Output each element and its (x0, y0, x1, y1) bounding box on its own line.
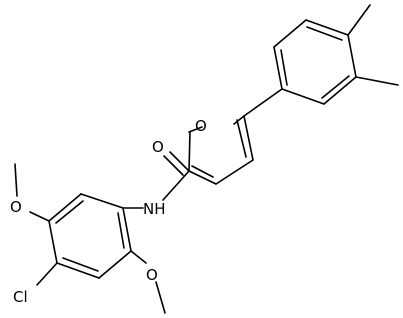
furan-oxygen-label: O (195, 117, 207, 135)
bond (169, 151, 190, 172)
bond (355, 76, 399, 86)
bond (305, 19, 349, 36)
bond (281, 88, 325, 105)
bond (56, 262, 100, 279)
bond (215, 159, 254, 185)
methoxy-oxygen-upper-label: O (10, 198, 22, 216)
bond-lines (14, 4, 399, 314)
bond (48, 193, 82, 222)
bond (347, 34, 357, 78)
bond-inner (55, 200, 84, 224)
bond (36, 262, 58, 286)
bond (323, 76, 357, 105)
bond (163, 155, 184, 176)
bond (130, 250, 147, 264)
bond (273, 46, 283, 90)
bond-inner (117, 212, 125, 249)
bond (98, 250, 132, 279)
bond (80, 193, 124, 209)
bond (122, 207, 132, 252)
bond (188, 126, 203, 133)
carbonyl-oxygen-label: O (152, 138, 164, 156)
bond (48, 220, 58, 264)
bond (155, 281, 166, 314)
bond-inner (280, 49, 288, 86)
bond (162, 170, 190, 201)
bond-inner (306, 26, 343, 41)
bond (29, 211, 50, 222)
bond (243, 115, 254, 161)
bond (14, 163, 18, 197)
bond-inner (321, 75, 350, 99)
bond (347, 4, 371, 36)
chlorine-label: Cl (13, 288, 28, 306)
bond (273, 19, 307, 48)
amide-nitrogen-label: NH (143, 200, 166, 218)
bond (243, 88, 283, 117)
bond (188, 131, 191, 172)
bond-inner (236, 119, 247, 158)
bond (188, 170, 217, 185)
methoxy-oxygen-lower-label: O (146, 266, 158, 284)
bond-inner (62, 257, 99, 272)
atom-labels: O O NH O O Cl (10, 117, 207, 306)
bond-inner (191, 165, 214, 178)
bond (233, 115, 245, 125)
